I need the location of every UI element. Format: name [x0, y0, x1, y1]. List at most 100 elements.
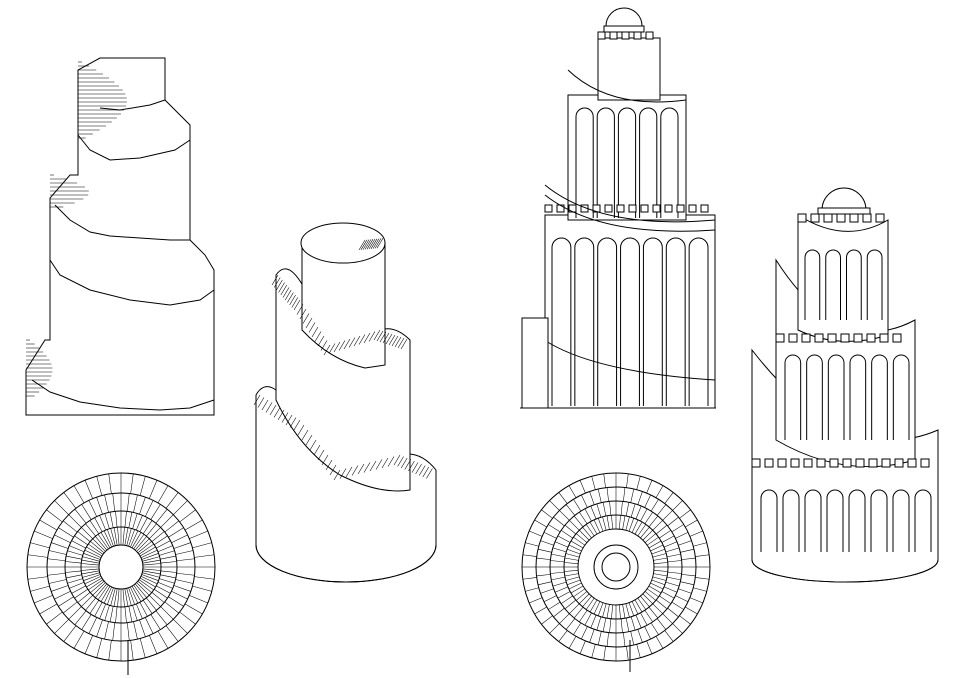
plan-tread [659, 595, 672, 604]
stair-tread [426, 468, 433, 479]
plan-tread [176, 558, 195, 562]
plan-tread [107, 529, 114, 547]
plan-tread [171, 591, 188, 600]
plan-tread [623, 487, 626, 502]
plan-tread [625, 603, 630, 618]
plan-tread [640, 508, 648, 522]
merlon [652, 204, 661, 213]
plan-tread [104, 513, 110, 529]
plan-tread [71, 585, 86, 594]
axo-arcade-drum-top [797, 214, 889, 342]
stair-tread [291, 297, 299, 308]
plan-tread [151, 592, 165, 603]
plan-tread [541, 615, 553, 625]
merlon [788, 333, 798, 343]
plan-tread [85, 597, 96, 611]
stair-tread [293, 299, 301, 311]
plan-tread [47, 558, 66, 562]
plan-tread [685, 606, 698, 615]
plan-tread [89, 600, 100, 614]
plan-tread [47, 572, 66, 576]
plan-tread [651, 579, 665, 586]
stair-tread [400, 457, 408, 469]
plan-tread [568, 636, 577, 649]
plan-tread [46, 509, 63, 523]
plan-tread [103, 530, 112, 548]
plan-tread [522, 554, 537, 557]
arcaded-tower-plan [521, 472, 711, 672]
plan-tread [66, 555, 82, 560]
plan-tread [94, 517, 103, 532]
merlon [700, 204, 709, 213]
plan-tread [593, 519, 601, 533]
plan-tread [644, 591, 657, 601]
plan-tread [564, 570, 579, 572]
plan-tread [96, 476, 103, 496]
plan-tread [142, 568, 161, 571]
plan-tread [667, 571, 682, 574]
stair-tread [400, 338, 408, 350]
elevation-outline-step-2 [77, 125, 191, 161]
plan-tread [646, 588, 659, 598]
plan-tread [138, 579, 154, 591]
axo-arches [760, 249, 932, 552]
spiral-stair-plan [26, 472, 216, 675]
plan-tread [553, 607, 565, 618]
plan-tread [656, 618, 667, 630]
plan-tread [603, 473, 606, 488]
stair-tread [353, 335, 361, 347]
plan-tread [142, 600, 153, 614]
plan-tread [573, 499, 582, 512]
stair-tread [289, 417, 297, 428]
plan-tread [609, 501, 612, 516]
plan-tread [581, 494, 588, 508]
plan-tread [681, 574, 696, 577]
plan-tread [157, 582, 173, 589]
arch-opening [806, 354, 823, 440]
plan-tread [130, 586, 139, 604]
plan-tread [552, 581, 567, 587]
plan-tread [564, 599, 576, 610]
stair-tread [369, 460, 377, 472]
arch-opening [892, 354, 910, 440]
plan-tread [113, 588, 118, 607]
stair-tread [281, 412, 289, 423]
plan-tread [134, 583, 147, 598]
plan-tread [648, 585, 662, 594]
stair-tread [345, 466, 353, 478]
stair-tread [382, 332, 390, 344]
plan-tread [122, 588, 125, 607]
plan-tread [95, 536, 108, 551]
plan-tread [597, 602, 604, 616]
axo-drum-top-cap [300, 222, 386, 264]
plan-tread [652, 520, 663, 531]
plan-tread [133, 534, 145, 550]
plan-tread [656, 524, 668, 535]
plan-tread [112, 493, 116, 512]
plan-tread [150, 614, 161, 630]
plan-tread [554, 586, 569, 593]
plan-tread [630, 616, 636, 631]
stair-tread [317, 335, 325, 347]
plan-tread [108, 640, 112, 661]
plan-tread [570, 585, 584, 594]
merlon [868, 458, 878, 468]
stair-tread [415, 463, 422, 475]
plan-tread [145, 617, 154, 634]
plan-tread [550, 560, 565, 563]
plan-tread [184, 519, 203, 531]
plan-tread [34, 595, 53, 604]
arcaded-tower-axonometric [751, 187, 939, 583]
plan-tread [650, 499, 659, 512]
arch-opening [688, 237, 709, 406]
plan-tread [142, 572, 160, 578]
plan-tread [81, 527, 93, 539]
plan-tread [554, 541, 569, 548]
plan-tread [157, 485, 169, 504]
plan-tread [130, 530, 139, 548]
plan-tread [142, 563, 161, 566]
stair-tread [373, 329, 381, 341]
plan-tread [551, 553, 566, 558]
arch-opening [642, 237, 663, 406]
plan-tread [609, 618, 612, 633]
